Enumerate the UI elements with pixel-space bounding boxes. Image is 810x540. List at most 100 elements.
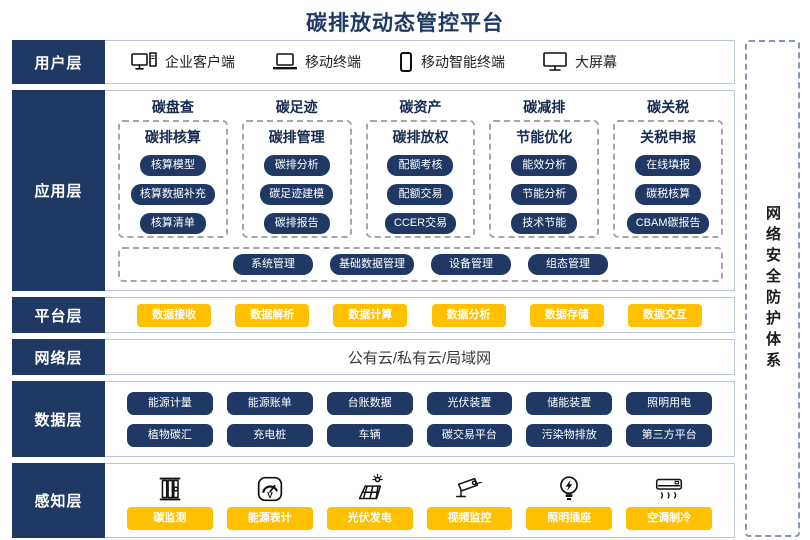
- app-module-item: 核算清单: [139, 213, 206, 234]
- app-module-box: 关税申报 在线填报 碳税核算 CBAM碳报告: [613, 120, 723, 238]
- page-title: 碳排放动态管控平台: [306, 12, 504, 35]
- app-column-header: 碳足迹: [275, 99, 318, 115]
- management-modules-box: 系统管理 基础数据管理 设备管理 组态管理: [118, 247, 723, 282]
- platform-layer-row: 平台层 数据接收 数据解析 数据计算 数据分析 数据存储 数据交互: [12, 297, 735, 333]
- security-sidebar-label: 网络安全防护体系: [764, 204, 781, 373]
- app-module-item: 碳排分析: [263, 155, 330, 176]
- cctv-camera-icon: [452, 471, 486, 507]
- app-column-header: 碳减排: [523, 99, 566, 115]
- user-layer-label: 用户层: [12, 40, 105, 84]
- data-source: 照明用电: [626, 391, 712, 415]
- app-module-title: 碳排核算: [144, 129, 201, 145]
- app-module-item: 在线填报: [635, 155, 702, 176]
- perception-layer-row: 感知层 碳监测: [12, 463, 735, 538]
- platform-capability: 数据交互: [627, 303, 702, 327]
- data-source: 能源计量: [127, 391, 213, 415]
- app-module-item: 配额交易: [387, 184, 454, 205]
- application-columns: 碳盘查 碳排核算 核算模型 核算数据补充 核算清单 碳足迹 碳排管理 碳排分析: [118, 97, 723, 238]
- platform-layer-content: 数据接收 数据解析 数据计算 数据分析 数据存储 数据交互: [105, 298, 734, 332]
- app-module-box: 碳排放权 配额考核 配额交易 CCER交易: [365, 120, 476, 238]
- security-sidebar: 网络安全防护体系: [745, 40, 800, 537]
- data-layer-content: 能源计量 能源账单 台账数据 光伏装置 储能装置 照明用电 植物碳汇 充电桩 车…: [105, 382, 734, 456]
- app-module-title: 碳排放权: [392, 129, 449, 145]
- laptop-icon: [273, 53, 297, 71]
- app-module-item: 碳足迹建模: [260, 184, 334, 205]
- data-source: 能源账单: [226, 391, 313, 415]
- management-module: 系统管理: [233, 254, 313, 275]
- app-module-item: 核算模型: [139, 155, 206, 176]
- carbon-monitor-icon: [153, 471, 187, 507]
- lightbulb-socket-icon: [552, 471, 586, 507]
- app-column-carbon-footprint: 碳足迹 碳排管理 碳排分析 碳足迹建模 碳排报告: [241, 97, 352, 238]
- management-module: 组态管理: [528, 254, 608, 275]
- solar-pv-icon: [353, 471, 387, 507]
- user-layer-row: 用户层 企业客户端: [12, 40, 735, 84]
- app-module-item: CBAM碳报告: [626, 213, 710, 234]
- sense-item-energy-meter: V 能源表计: [226, 471, 313, 530]
- user-item-big-screen: 大屏幕: [543, 52, 617, 72]
- user-item-label: 大屏幕: [575, 54, 617, 70]
- app-module-title: 关税申报: [640, 129, 697, 145]
- sense-item-solar-pv: 光伏发电: [326, 471, 413, 530]
- user-item-mobile-terminal: 移动终端: [273, 52, 361, 72]
- data-source: 光伏装置: [426, 391, 513, 415]
- app-column-header: 碳盘查: [151, 99, 194, 115]
- perception-layer-content: 碳监测 V 能源表计: [105, 464, 734, 537]
- sense-item-label: 光伏发电: [326, 507, 413, 530]
- data-source: 碳交易平台: [426, 423, 513, 447]
- app-module-item: 配额考核: [387, 155, 454, 176]
- sense-item-lighting-socket: 照明插座: [526, 471, 613, 530]
- data-source: 台账数据: [326, 391, 413, 415]
- app-module-item: 节能分析: [511, 184, 578, 205]
- network-layer-row: 网络层 公有云/私有云/局域网: [12, 339, 735, 375]
- sense-item-label: 照明插座: [526, 507, 613, 530]
- data-source: 储能装置: [526, 391, 613, 415]
- app-column-carbon-reduction: 碳减排 节能优化 能效分析 节能分析 技术节能: [489, 97, 600, 238]
- app-module-item: 技术节能: [511, 213, 578, 234]
- layer-stack: 用户层 企业客户端: [12, 40, 735, 538]
- smartphone-icon: [399, 52, 413, 72]
- sense-item-carbon-monitoring: 碳监测: [127, 471, 213, 530]
- svg-text:V: V: [267, 490, 273, 500]
- app-module-item: 碳税核算: [635, 184, 702, 205]
- app-module-box: 碳排管理 碳排分析 碳足迹建模 碳排报告: [241, 120, 352, 238]
- platform-capability: 数据接收: [137, 303, 212, 327]
- data-layer-row: 数据层 能源计量 能源账单 台账数据 光伏装置 储能装置 照明用电 植物碳汇 充…: [12, 381, 735, 457]
- app-module-title: 节能优化: [516, 129, 573, 145]
- perception-layer-label: 感知层: [12, 463, 105, 538]
- user-item-label: 移动智能终端: [421, 54, 505, 70]
- user-item-enterprise-client: 企业客户端: [131, 52, 235, 72]
- app-module-box: 碳排核算 核算模型 核算数据补充 核算清单: [118, 120, 228, 238]
- user-item-label: 移动终端: [305, 54, 361, 70]
- energy-meter-icon: V: [253, 471, 287, 507]
- app-column-header: 碳关税: [647, 99, 690, 115]
- network-layer-label: 网络层: [12, 339, 105, 375]
- data-source: 污染物排放: [526, 423, 613, 447]
- app-column-carbon-asset: 碳资产 碳排放权 配额考核 配额交易 CCER交易: [365, 97, 476, 238]
- app-column-carbon-tariff: 碳关税 关税申报 在线填报 碳税核算 CBAM碳报告: [613, 97, 723, 238]
- platform-capability: 数据存储: [529, 303, 604, 327]
- management-module: 设备管理: [431, 254, 511, 275]
- user-item-label: 企业客户端: [165, 54, 235, 70]
- sense-item-label: 空调制冷: [626, 507, 712, 530]
- sense-item-video-surveillance: 视频监控: [426, 471, 513, 530]
- app-module-item: CCER交易: [384, 213, 457, 234]
- big-screen-icon: [543, 52, 567, 72]
- app-module-item: 碳排报告: [263, 213, 330, 234]
- platform-layer-label: 平台层: [12, 297, 105, 333]
- application-layer-label: 应用层: [12, 90, 105, 291]
- data-source: 第三方平台: [626, 423, 712, 447]
- data-source: 车辆: [326, 423, 413, 447]
- user-layer-content: 企业客户端 移动终端: [105, 41, 734, 83]
- sense-item-label: 视频监控: [426, 507, 513, 530]
- platform-capability: 数据解析: [235, 303, 310, 327]
- platform-capability: 数据分析: [431, 303, 506, 327]
- sense-item-label: 能源表计: [226, 507, 313, 530]
- user-item-smart-terminal: 移动智能终端: [399, 52, 505, 72]
- network-layer-text: 公有云/私有云/局域网: [347, 349, 492, 367]
- application-layer-content: 碳盘查 碳排核算 核算模型 核算数据补充 核算清单 碳足迹 碳排管理 碳排分析: [105, 91, 734, 290]
- desktop-pc-icon: [131, 52, 157, 72]
- platform-capability: 数据计算: [333, 303, 408, 327]
- sense-item-label: 碳监测: [127, 507, 213, 530]
